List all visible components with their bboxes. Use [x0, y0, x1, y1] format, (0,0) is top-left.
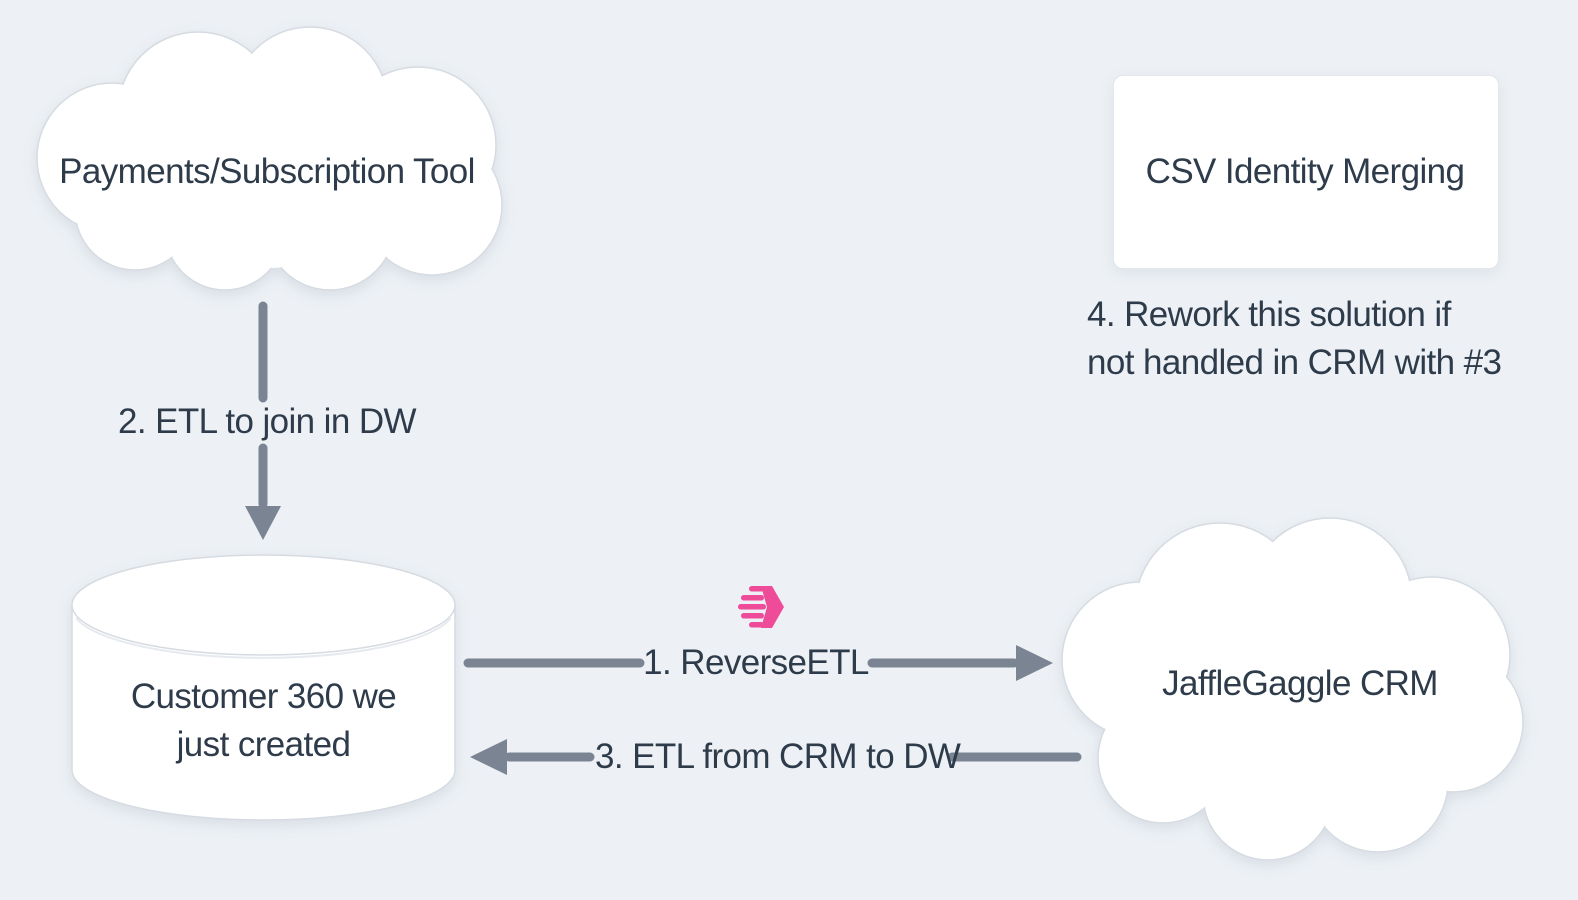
crm-cloud-label: JaffleGaggle CRM: [1162, 664, 1438, 703]
arrow-reverse-etl: [463, 645, 1053, 681]
csv-card-label: CSV Identity Merging: [1145, 152, 1465, 191]
payments-cloud-label: Payments/Subscription Tool: [59, 152, 475, 191]
warehouse-label-line2: just created: [176, 725, 351, 764]
annotation-rework-line1: 4. Rework this solution if: [1087, 295, 1451, 334]
hightouch-arrow-icon: [738, 586, 784, 628]
warehouse-label: Customer 360 we just created: [72, 673, 455, 769]
edge-label-etl-join: 2. ETL to join in DW: [118, 402, 417, 441]
crm-cloud-shape: [1061, 517, 1524, 861]
warehouse-cylinder-shape: [71, 554, 456, 821]
arrow-etl-from-crm: [470, 739, 1082, 775]
payments-cloud-shape: [36, 26, 503, 291]
warehouse-label-line1: Customer 360 we: [130, 677, 397, 716]
annotation-rework: 4. Rework this solution if not handled i…: [1087, 291, 1502, 387]
arrow-etl-join: [245, 301, 281, 540]
csv-identity-merging-card: [1113, 75, 1499, 269]
edge-label-reverse-etl: 1. ReverseETL: [643, 643, 869, 682]
edge-label-etl-from-crm: 3. ETL from CRM to DW: [595, 737, 961, 776]
diagram-arrows: [245, 301, 1082, 775]
annotation-rework-line2: not handled in CRM with #3: [1087, 343, 1502, 382]
